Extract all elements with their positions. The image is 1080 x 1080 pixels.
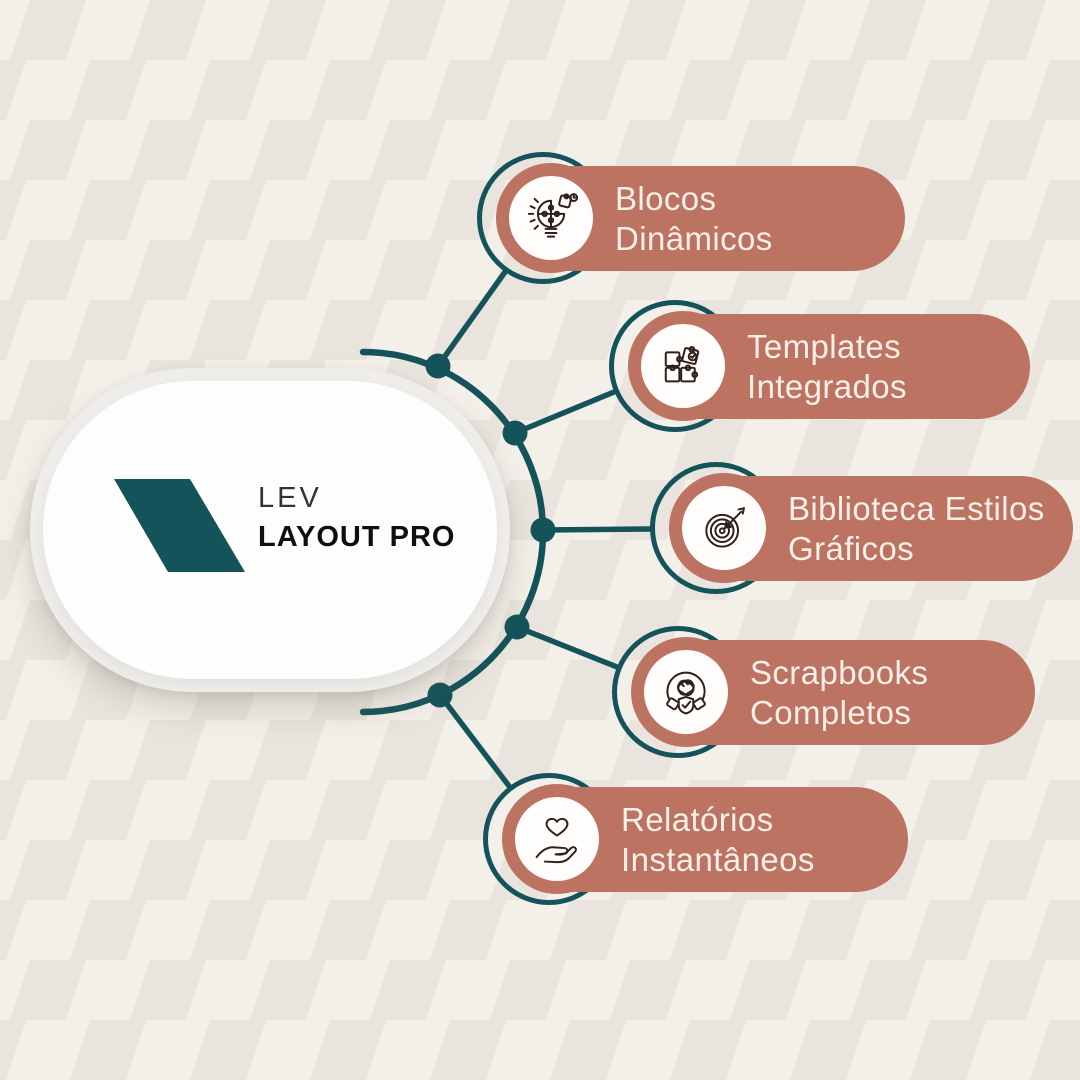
feature-label-line1: Relatórios (621, 800, 774, 838)
brand-name-top: LEV (258, 482, 322, 514)
brand-card: LEV LAYOUT PRO (30, 368, 510, 692)
feature-icon-circle (641, 324, 725, 408)
node-dot (504, 614, 530, 640)
feature-icon-circle (682, 486, 766, 570)
feature-label-line2: Completos (750, 693, 912, 731)
feature-label-line2: Dinâmicos (615, 219, 773, 257)
branch-lines (435, 269, 653, 789)
node-dot (502, 420, 528, 446)
feature-label-line2: Integrados (747, 367, 907, 405)
lightbulb-puzzle-icon (527, 193, 579, 238)
feature-label-line1: Biblioteca Estilos (788, 489, 1045, 527)
hand-heart-icon (535, 817, 577, 864)
feature-icon-circle (644, 650, 728, 734)
node-dot (427, 682, 453, 708)
target-dart-icon (705, 507, 745, 548)
node-dot (530, 517, 556, 543)
feature-label-line2: Instantâneos (621, 840, 815, 878)
puzzle-pieces-icon (664, 346, 700, 383)
brand-card-inner (43, 381, 497, 679)
brand-text: LEV LAYOUT PRO (258, 484, 455, 552)
clasped-hands-shield-icon (666, 671, 706, 715)
feature-icon-circle (509, 176, 593, 260)
brand-name-bottom: LAYOUT PRO (258, 521, 456, 553)
feature-label-line1: Templates (747, 327, 902, 365)
feature-icon-circle (515, 797, 599, 881)
feature-label-line1: Scrapbooks (750, 653, 929, 691)
branch-nodes (425, 353, 556, 708)
feature-label-line1: Blocos (615, 179, 717, 217)
feature-label-line2: Gráficos (788, 529, 915, 567)
node-dot (425, 353, 451, 379)
brand-logo-parallelogram-icon (114, 479, 245, 572)
